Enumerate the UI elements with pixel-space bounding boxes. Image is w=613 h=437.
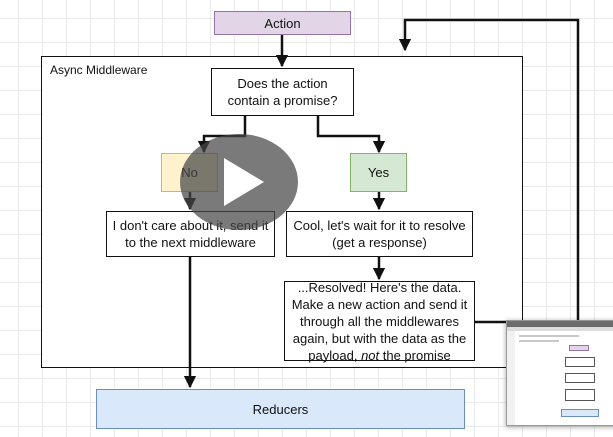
yes-node: Yes	[350, 153, 407, 192]
thumbnail-sidebar	[507, 331, 515, 425]
reducers-label: Reducers	[252, 401, 309, 417]
play-icon	[224, 158, 264, 206]
resolved-node: ...Resolved! Here's the data. Make a new…	[284, 279, 475, 364]
yes-result-node: Cool, let's wait for it to resolve (get …	[286, 211, 473, 257]
thumbnail-titlebar	[507, 321, 613, 327]
thumbnail-node	[565, 389, 595, 401]
edge-resolved-loopback	[398, 18, 580, 324]
thumbnail-node	[561, 409, 599, 417]
thumbnail-node	[565, 373, 595, 383]
resolved-label-part2: the promise	[379, 347, 451, 363]
play-button[interactable]	[180, 134, 298, 230]
thumbnail-text-line	[519, 335, 579, 337]
thumbnail-node	[565, 357, 595, 367]
video-thumbnail-preview[interactable]	[506, 320, 613, 426]
resolved-label-part1: ...Resolved! Here's the data. Make a new…	[291, 279, 468, 363]
question-node: Does the action contain a promise?	[211, 68, 354, 116]
action-label: Action	[264, 15, 301, 31]
thumbnail-toolbar	[507, 327, 613, 331]
container-label: Async Middleware	[50, 63, 148, 77]
question-label: Does the action contain a promise?	[227, 76, 338, 108]
edge-question-to-yes	[316, 116, 386, 154]
resolved-label: ...Resolved! Here's the data. Make a new…	[290, 279, 470, 364]
thumbnail-text-line	[519, 340, 559, 342]
resolved-label-emphasis: not	[361, 347, 380, 363]
reducers-node: Reducers	[96, 389, 465, 429]
yes-result-label: Cool, let's wait for it to resolve (get …	[293, 218, 466, 250]
yes-label: Yes	[367, 165, 390, 180]
thumbnail-node	[569, 345, 589, 351]
action-node: Action	[214, 11, 351, 35]
